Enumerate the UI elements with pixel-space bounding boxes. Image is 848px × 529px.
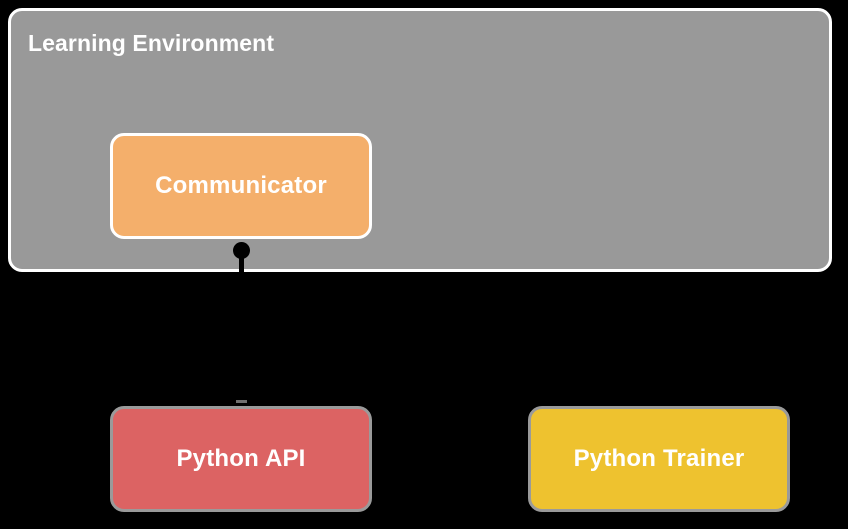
node-python-trainer[interactable]: Python Trainer (528, 406, 790, 512)
node-python-trainer-label: Python Trainer (573, 445, 745, 472)
node-python-api-label: Python API (176, 445, 306, 472)
connector-arrowhead-icon (236, 400, 247, 403)
connector-communicator-to-python-api (239, 250, 244, 406)
node-communicator[interactable]: Communicator (110, 133, 372, 239)
group-title-label: Learning Environment (28, 30, 275, 56)
node-python-api[interactable]: Python API (110, 406, 372, 512)
node-communicator-label: Communicator (155, 172, 327, 199)
